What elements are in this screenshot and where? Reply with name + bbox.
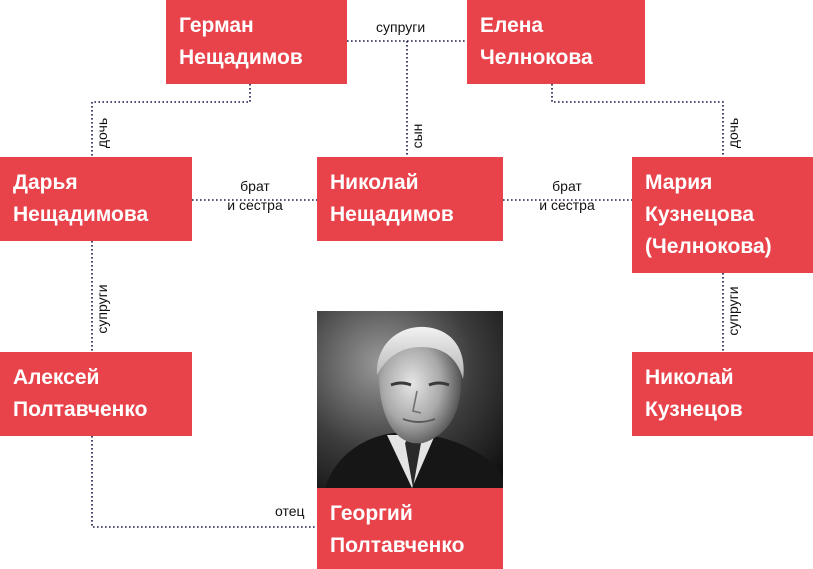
first-name: Николай <box>330 171 419 194</box>
person-elena-chelnokova: Елена Челнокова <box>467 0 645 84</box>
first-name: Герман <box>179 14 254 37</box>
last-name: Полтавченко <box>13 398 148 421</box>
line-daughter-left <box>91 84 251 157</box>
line-father <box>91 436 317 528</box>
person-aleksey-poltavchenko: Алексей Полтавченко <box>0 352 192 436</box>
label-spouses-top: супруги <box>376 19 426 35</box>
label-father: отец <box>275 503 305 519</box>
label-siblings-left-line1: брат <box>240 178 270 194</box>
person-maria-kuznetsova: Мария Кузнецова (Челнокова) <box>632 157 813 273</box>
person-nikolay-kuznetsov: Николай Кузнецов <box>632 352 813 436</box>
portrait-image <box>317 311 503 488</box>
label-spouses-left: супруги <box>94 284 110 334</box>
last-name: Полтавченко <box>330 534 465 557</box>
first-name: Алексей <box>13 366 100 389</box>
person-nikolay-neshchadimov: Николай Нещадимов <box>317 157 503 241</box>
portrait-photo <box>317 311 503 488</box>
label-spouses-right: супруги <box>725 286 741 336</box>
last-name: Кузнецов <box>645 398 743 421</box>
label-siblings-left: брат и сестра <box>210 177 300 215</box>
first-name: Дарья <box>13 171 78 194</box>
person-georgiy-poltavchenko: Георгий Полтавченко <box>317 488 503 569</box>
maiden-name: (Челнокова) <box>645 235 772 258</box>
label-siblings-right: брат и сестра <box>522 177 612 215</box>
last-name: Нещадимов <box>179 46 303 69</box>
line-daughter-right <box>551 84 724 157</box>
first-name: Елена <box>480 14 544 37</box>
person-german-neshchadimov: Герман Нещадимов <box>166 0 347 84</box>
label-siblings-right-line1: брат <box>552 178 582 194</box>
label-daughter-left: дочь <box>94 117 110 149</box>
label-siblings-left-line2: и сестра <box>227 197 283 213</box>
label-daughter-right: дочь <box>725 117 741 149</box>
label-son: сын <box>409 123 425 149</box>
label-siblings-right-line2: и сестра <box>539 197 595 213</box>
last-name: Нещадимова <box>13 203 149 226</box>
first-name: Николай <box>645 366 734 389</box>
first-name: Георгий <box>330 502 413 525</box>
last-name: Челнокова <box>480 46 593 69</box>
last-name: Кузнецова <box>645 203 755 226</box>
last-name: Нещадимов <box>330 203 454 226</box>
first-name: Мария <box>645 171 713 194</box>
person-darya-neshchadimova: Дарья Нещадимова <box>0 157 192 241</box>
